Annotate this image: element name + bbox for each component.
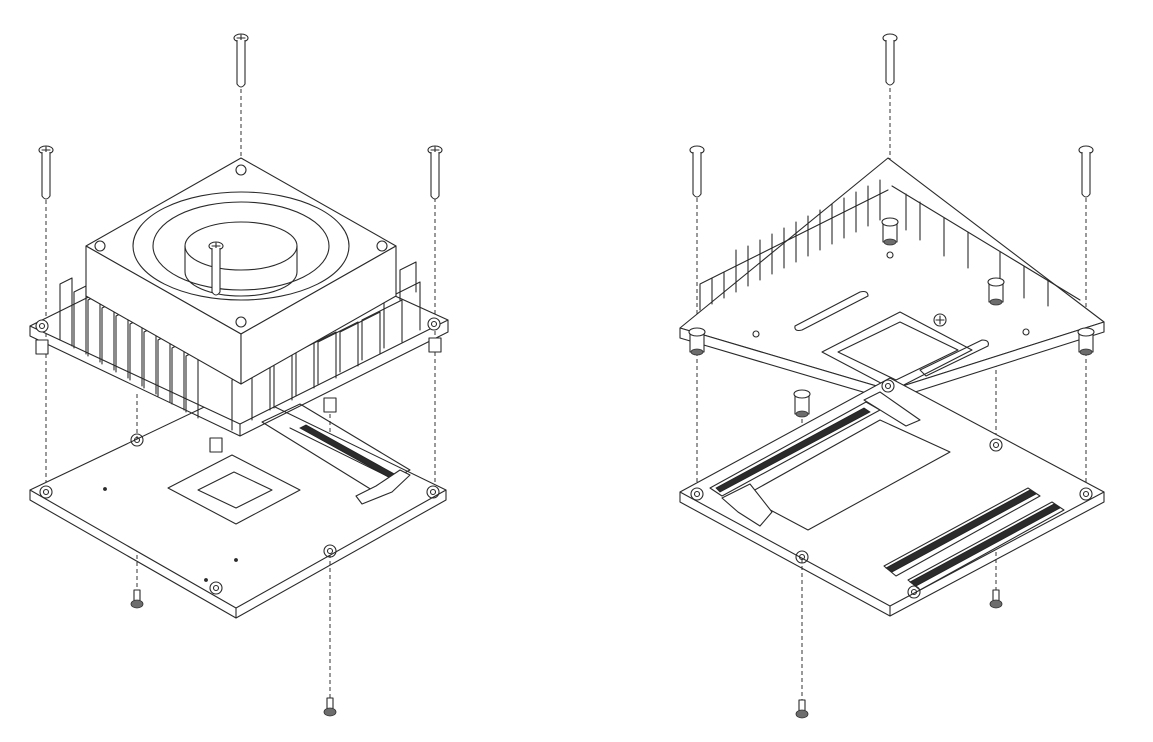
screw-b-bottom-center <box>795 699 809 719</box>
screw-top-center <box>233 33 249 88</box>
screw-bottom-center <box>323 697 337 717</box>
screw-b-bottom-right <box>989 589 1003 609</box>
top-view-fan <box>85 157 397 385</box>
bottom-view-standoffs <box>688 217 1095 418</box>
top-view-assembly <box>29 33 449 717</box>
screw-fan-center <box>208 241 224 296</box>
bottom-view-assembly <box>679 33 1105 719</box>
top-view-screws <box>38 33 443 717</box>
bottom-view-screws <box>689 33 1094 719</box>
bottom-view-pcb <box>679 377 1105 617</box>
heatsink-fins-right <box>231 261 421 431</box>
board-to-board-connectors <box>883 487 1065 591</box>
bottom-view-heatsink <box>679 157 1105 418</box>
top-view-pcb <box>29 389 447 619</box>
screw-top-left <box>38 145 54 200</box>
screw-top-right <box>427 145 443 200</box>
bottom-view-fins <box>699 179 1081 311</box>
screw-b-top-left <box>689 145 705 198</box>
screw-bottom-left <box>130 589 144 609</box>
screw-b-top-center <box>882 33 898 86</box>
screw-b-top-right <box>1078 145 1094 198</box>
